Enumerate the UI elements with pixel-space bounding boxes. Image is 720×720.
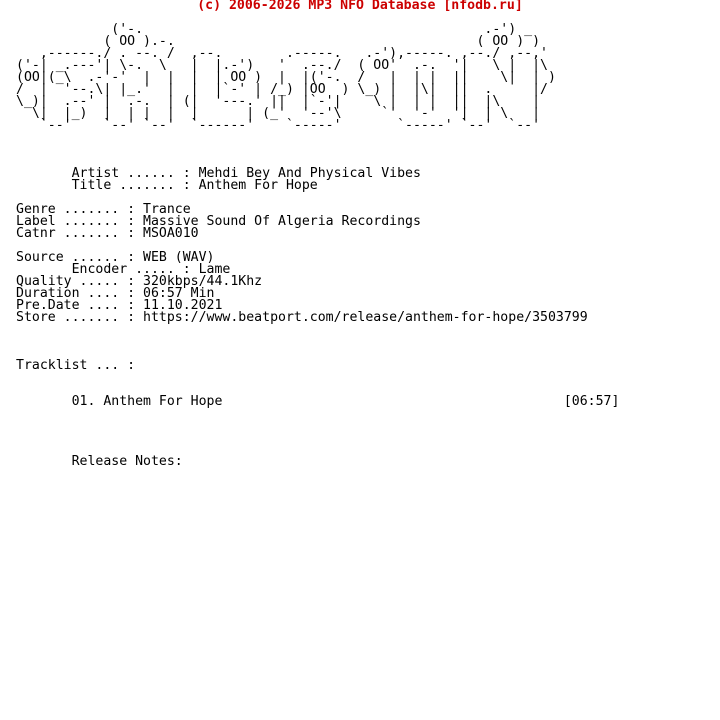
label-row: Label ....... : Massive Sound Of Algeria… xyxy=(16,214,421,229)
encoder-row: Encoder ..... : Lame xyxy=(16,262,231,277)
logo-line: ('-| _.---'| \-. \ | |.-') ' .--./ ( OO'… xyxy=(16,58,548,73)
blank-row xyxy=(16,336,716,348)
blank-row xyxy=(16,372,716,384)
nfodb-header: (c) 2006-2026 MP3 NFO Database [nfodb.ru… xyxy=(197,0,523,13)
predate-row: Pre.Date .... : 11.10.2021 xyxy=(16,298,223,313)
title-row: Title ....... : Anthem For Hope xyxy=(16,178,318,193)
logo-line: `--' `--' `--' `------' `-----' `-----' … xyxy=(16,118,541,133)
nfo-document: Artist ...... : Mehdi Bey And Physical V… xyxy=(16,0,716,468)
track-row: 01. Anthem For Hope [06:57] xyxy=(16,394,620,409)
logo-line: \| |_) | | | | | | (_' '--'\ `' '-' '| |… xyxy=(16,106,541,121)
source-row: Source ...... : WEB (WAV) xyxy=(16,250,215,265)
blank-row xyxy=(16,324,716,336)
duration-row: Duration .... : 06:57 Min xyxy=(16,286,215,301)
spacer xyxy=(16,0,716,168)
logo-line: ('-. .-') _ xyxy=(16,22,533,37)
quality-row: Quality ..... : 320kbps/44.1Khz xyxy=(16,274,263,289)
catnr-row: Catnr ....... : MSOA010 xyxy=(16,226,199,241)
blank-row xyxy=(16,432,716,444)
logo-line: / | '--.\| |_.' | | |`-' | /_) |OO ) \_)… xyxy=(16,82,548,97)
blank-row xyxy=(16,420,716,432)
tracklist-heading: Tracklist ... : xyxy=(16,358,136,373)
ascii-logo-art: ('-. .-') _ ( OO ).-. ( OO ) ) ,------./… xyxy=(16,22,556,133)
logo-line: ,------./ . --. / ,--. .-----. .-'),----… xyxy=(16,46,548,61)
release-notes-heading: Release Notes: xyxy=(16,454,183,469)
logo-line: \_)| .--' | .-. | (| '---.' || |`-'| \ |… xyxy=(16,94,541,109)
artist-row: Artist ...... : Mehdi Bey And Physical V… xyxy=(16,166,421,181)
genre-row: Genre ....... : Trance xyxy=(16,202,191,217)
logo-line: (OO|(_\ .-'-' | | | | OO ) | |('-. / | |… xyxy=(16,70,556,85)
blank-row xyxy=(16,408,716,420)
logo-line: ( OO ).-. ( OO ) ) xyxy=(16,34,541,49)
store-row: Store ....... : https://www.beatport.com… xyxy=(16,310,588,325)
